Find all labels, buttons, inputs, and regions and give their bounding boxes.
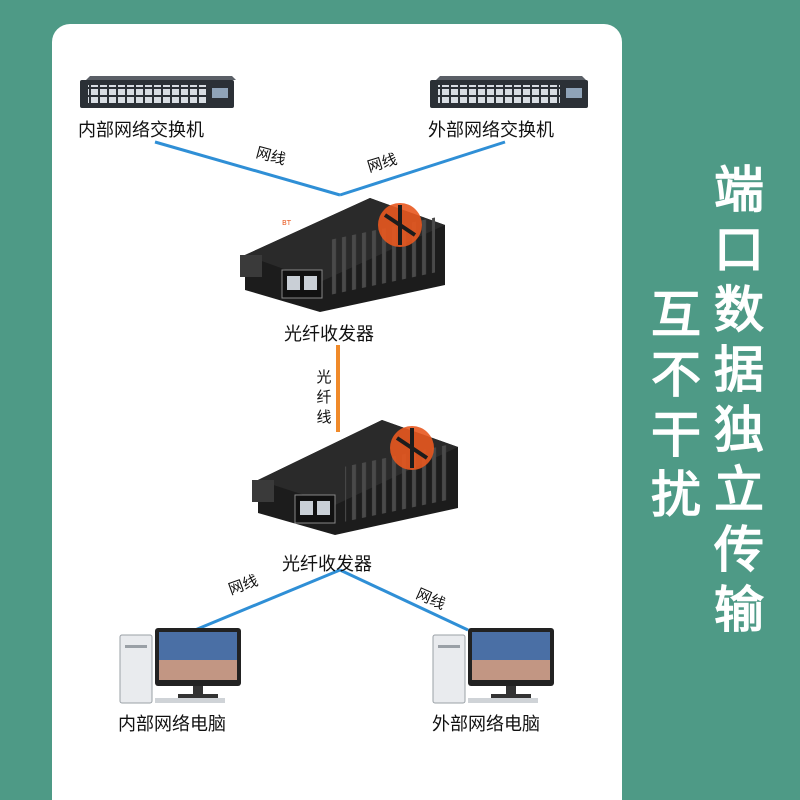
external-switch-label: 外部网络交换机 [428, 120, 554, 141]
cable-external-pc [339, 568, 469, 632]
external-switch-device [430, 76, 588, 108]
internal-switch-label: 内部网络交换机 [78, 120, 204, 141]
converter-top-device: BT [240, 198, 445, 312]
side-text-right-column: 端口数据独立传输 [714, 161, 764, 639]
converter-top-label: 光纤收发器 [284, 324, 374, 345]
internal-pc-label: 内部网络电脑 [118, 714, 226, 735]
side-text-left-column: 互不干扰 [651, 286, 701, 524]
cable-internal-pc [194, 568, 341, 632]
converter-bottom-label: 光纤收发器 [282, 554, 372, 575]
cable-external-switch [339, 140, 506, 197]
converter-bottom-device [252, 420, 458, 535]
svg-text:BT: BT [282, 219, 292, 227]
cable-lines [154, 140, 506, 632]
fiber-label: 光纤线 [316, 368, 332, 426]
internal-pc-device [119, 628, 241, 704]
external-pc-label: 外部网络电脑 [432, 714, 540, 735]
internal-switch-device [80, 76, 236, 108]
external-pc-device [432, 628, 554, 704]
cable-internal-switch [154, 140, 341, 197]
